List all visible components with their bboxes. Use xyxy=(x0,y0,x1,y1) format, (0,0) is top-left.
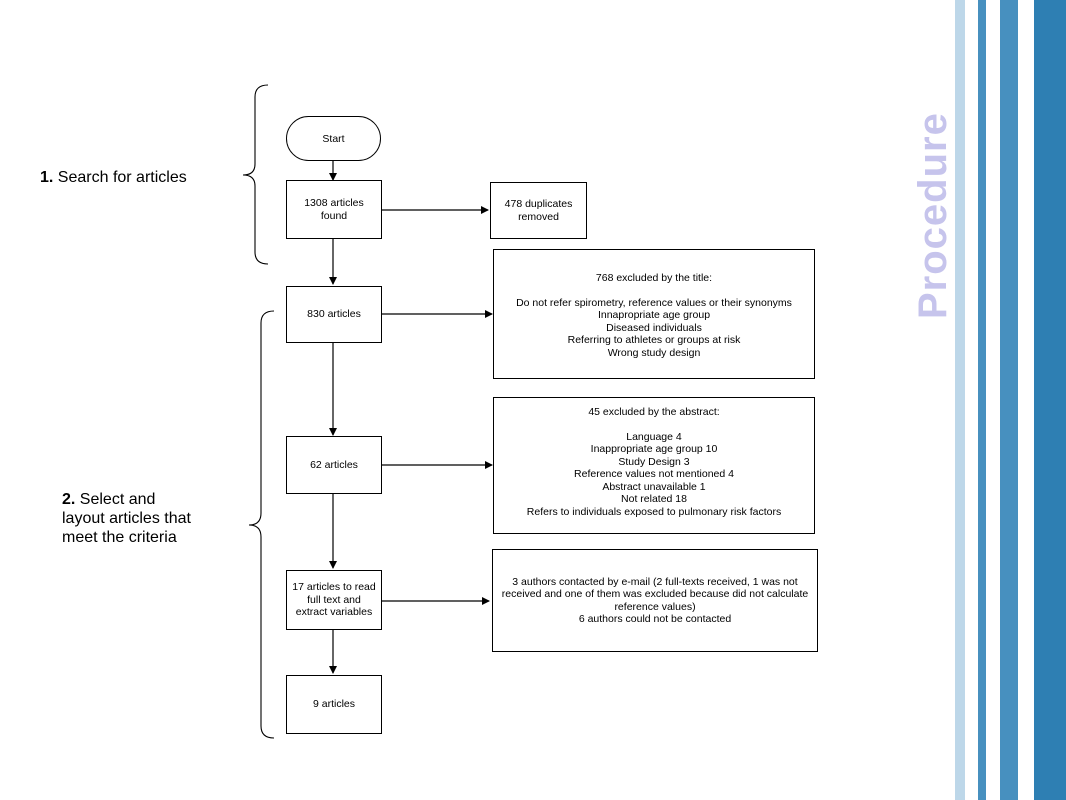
authors-contacted-box: 3 authors contacted by e-mail (2 full-te… xyxy=(492,549,818,652)
decorative-stripe xyxy=(955,0,965,800)
articles-found-box: 1308 articles found xyxy=(286,180,382,239)
stage-2-bracket xyxy=(248,310,275,739)
articles-830-box: 830 articles xyxy=(286,286,382,343)
articles-62-box: 62 articles xyxy=(286,436,382,494)
decorative-stripe xyxy=(1034,0,1066,800)
abstract-exclusions-box: 45 excluded by the abstract: Language 4 … xyxy=(493,397,815,534)
start-terminal: Start xyxy=(286,116,381,161)
articles-full-text-box: 17 articles to read full text and extrac… xyxy=(286,570,382,630)
stage-1-bracket xyxy=(242,84,269,265)
stage-2-label: 2. Select and layout articles that meet … xyxy=(62,491,191,546)
duplicates-removed-box: 478 duplicates removed xyxy=(490,182,587,239)
decorative-stripe xyxy=(1000,0,1018,800)
decorative-stripe xyxy=(978,0,986,800)
stage-1-label: 1. Search for articles xyxy=(40,169,187,186)
articles-final-box: 9 articles xyxy=(286,675,382,734)
title-exclusions-box: 768 excluded by the title: Do not refer … xyxy=(493,249,815,379)
